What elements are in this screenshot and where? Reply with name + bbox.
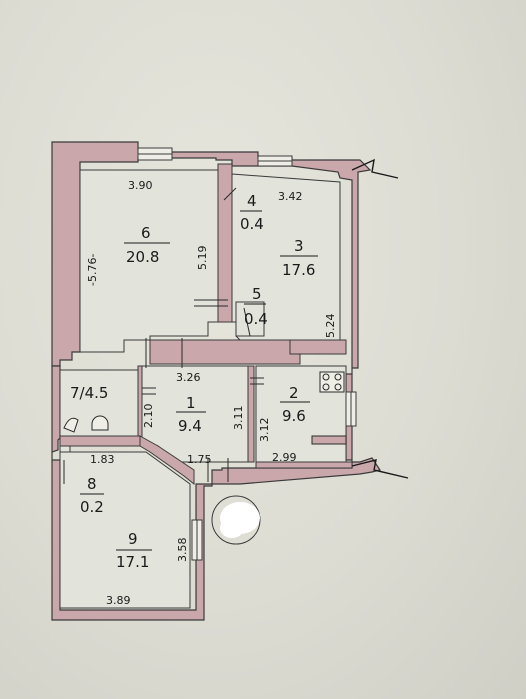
dim-room9-side: 3.58 bbox=[176, 538, 189, 563]
dim-room2-side: 3.12 bbox=[258, 418, 271, 443]
dim-corridor-left: 1.83 bbox=[90, 453, 115, 466]
room-1-number: 1 bbox=[186, 394, 196, 412]
room-1-area-label: 9.4 bbox=[178, 417, 202, 435]
dim-room2-width: 2.99 bbox=[272, 451, 297, 464]
dim-room1-side: 3.11 bbox=[232, 406, 245, 431]
room-9-area bbox=[59, 451, 191, 609]
dim-room3-width: 3.42 bbox=[278, 190, 303, 203]
dim-room9-width: 3.89 bbox=[106, 594, 131, 607]
room-2-area-label: 9.6 bbox=[282, 407, 306, 425]
partition-1-2 bbox=[247, 365, 255, 463]
dim-room7-side: 2.10 bbox=[142, 404, 155, 429]
counter bbox=[311, 435, 347, 445]
toilet-icon bbox=[91, 415, 109, 431]
dimension-labels: 3.90 -5.76- 5.19 3.42 5.24 3.26 2.10 3.1… bbox=[86, 179, 337, 607]
room-9-area-label: 17.1 bbox=[116, 553, 149, 571]
room-5-number: 5 bbox=[252, 285, 262, 303]
room-9-number: 9 bbox=[128, 530, 138, 548]
dim-room3-side: 5.24 bbox=[324, 314, 337, 339]
door-room4 bbox=[223, 187, 237, 201]
dim-room6-length: -5.76- bbox=[86, 254, 99, 286]
partition-6-3 bbox=[217, 163, 233, 323]
stove-icon bbox=[319, 371, 345, 393]
fraction-bars bbox=[80, 210, 318, 551]
redaction-mark bbox=[211, 495, 261, 545]
room-3-area-label: 17.6 bbox=[282, 261, 315, 279]
dim-corridor-right: 1.75 bbox=[187, 453, 212, 466]
break-marks bbox=[351, 158, 409, 479]
partition-3-right bbox=[289, 339, 347, 355]
room-4-area-label: 0.4 bbox=[240, 215, 264, 233]
room-4-number: 4 bbox=[247, 192, 257, 210]
partition-diagonal bbox=[139, 435, 195, 486]
door-room5 bbox=[243, 307, 251, 337]
partition-2-bottom bbox=[255, 461, 353, 469]
dim-room6-side: 5.19 bbox=[196, 246, 209, 271]
partitions bbox=[59, 163, 353, 486]
dim-room6-width: 3.90 bbox=[128, 179, 153, 192]
room-8-area-label: 0.2 bbox=[80, 498, 104, 516]
dim-hall-width: 3.26 bbox=[176, 371, 201, 384]
room-6-number: 6 bbox=[141, 224, 151, 242]
sink-icon bbox=[63, 417, 79, 433]
fixtures bbox=[63, 187, 347, 484]
room-5-area-label: 0.4 bbox=[244, 310, 268, 328]
partition-hall-top bbox=[149, 339, 301, 365]
room-2-number: 2 bbox=[289, 384, 299, 402]
room-7-label: 7/4.5 bbox=[70, 384, 108, 402]
room-8-number: 8 bbox=[87, 475, 97, 493]
room-3-number: 3 bbox=[294, 237, 304, 255]
room-6-area-label: 20.8 bbox=[126, 248, 159, 266]
partition-7-bottom bbox=[59, 435, 141, 447]
room-5-area bbox=[235, 301, 265, 337]
room-labels: 6 20.8 4 0.4 3 17.6 5 0.4 7/4.5 1 9.4 2 … bbox=[70, 192, 315, 571]
windows bbox=[137, 147, 357, 561]
